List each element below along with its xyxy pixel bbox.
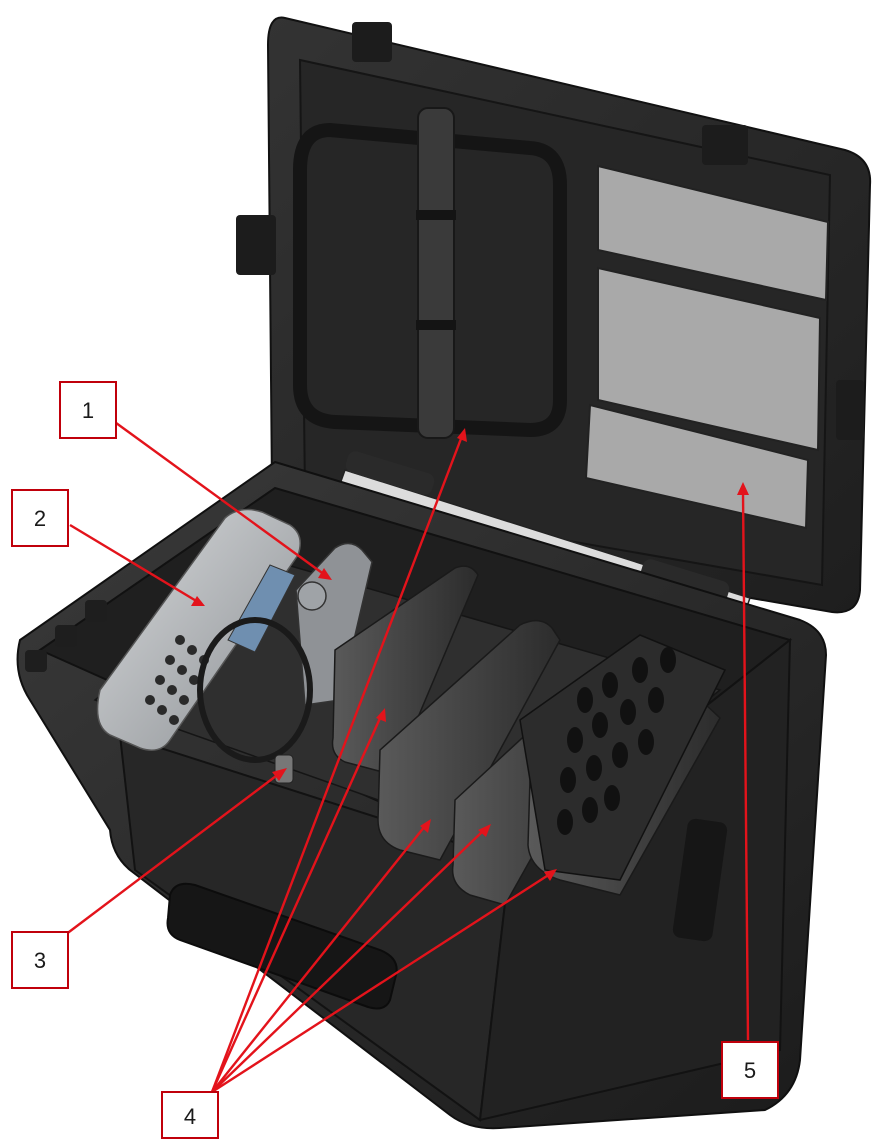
- arrowhead-icon: [272, 768, 287, 781]
- callout-label-3: 3: [34, 948, 46, 973]
- probe-device: [295, 542, 373, 706]
- leader-line-3: [64, 772, 281, 936]
- antenna-mast: [417, 107, 455, 439]
- side-handle: [672, 818, 728, 942]
- leader-lines: [64, 419, 750, 1094]
- carry-handle: [166, 882, 398, 1010]
- arrowhead-icon: [737, 482, 749, 495]
- latch-icon: [702, 125, 748, 165]
- latch-icon: [352, 22, 392, 62]
- latch-icon: [836, 380, 864, 440]
- arrowhead-icon: [191, 596, 205, 606]
- callout-label-2: 2: [34, 506, 46, 531]
- leader-line-5: [741, 491, 750, 1041]
- callout-2: 2: [11, 489, 69, 547]
- arrowhead-icon: [376, 708, 386, 722]
- callout-1: 1: [59, 381, 117, 439]
- latch-icon: [236, 215, 276, 275]
- leader-line-4b: [210, 715, 383, 1093]
- arrowhead-icon: [318, 568, 332, 580]
- leader-line-2: [69, 523, 199, 604]
- callout-5: 5: [721, 1041, 779, 1099]
- leader-line-4c: [211, 825, 426, 1093]
- lid-panel: [597, 164, 830, 302]
- perforated-basket: [519, 634, 727, 881]
- arrowhead-icon: [420, 819, 431, 833]
- callout-label-4: 4: [184, 1104, 196, 1129]
- callout-3: 3: [11, 931, 69, 989]
- callout-4: 4: [161, 1091, 219, 1139]
- cable-coil: [197, 617, 313, 763]
- callout-label-1: 1: [82, 398, 94, 423]
- loop-antenna: [293, 122, 567, 438]
- case-base: [16, 460, 828, 1130]
- device-screen: [227, 564, 296, 653]
- leader-line-4e: [211, 872, 551, 1094]
- leader-line-1: [111, 419, 326, 576]
- arrowhead-icon: [457, 428, 467, 442]
- leader-line-4d: [211, 829, 485, 1093]
- lid-panel: [597, 266, 822, 452]
- callout-label-5: 5: [744, 1058, 756, 1083]
- case-lid: [236, 16, 872, 614]
- arrowhead-icon: [544, 869, 557, 881]
- arrowhead-icon: [478, 824, 491, 837]
- lid-panel: [584, 403, 810, 530]
- leader-line-4a: [210, 435, 464, 1093]
